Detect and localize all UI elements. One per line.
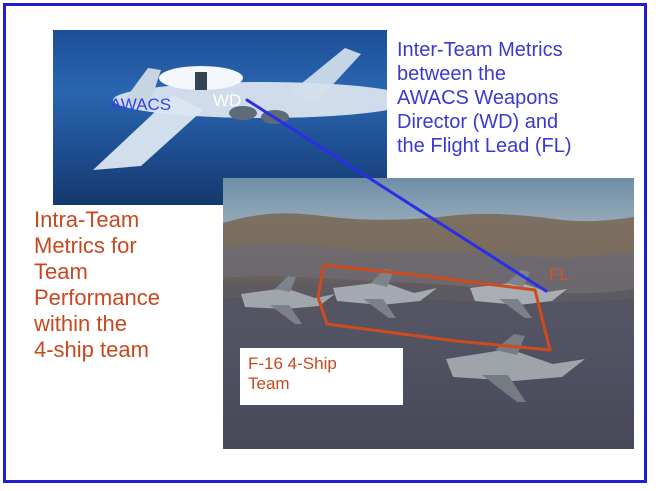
awacs-tail [123, 68, 161, 106]
awacs-engine-2 [261, 110, 289, 124]
awacs-radome-mount [195, 72, 207, 90]
fl-label: FL [549, 265, 569, 284]
awacs-right-wing [291, 48, 361, 104]
inter-team-metrics-text: Inter-Team Metrics between the AWACS Wea… [397, 39, 572, 157]
f16-formation-photo [223, 178, 634, 449]
f16-formation-graphic [223, 213, 634, 449]
awacs-label: AWACS [110, 95, 172, 114]
awacs-photo [53, 30, 387, 205]
intra-team-metrics-text: Intra-Team Metrics for Team Performance … [34, 207, 160, 362]
awacs-left-wing [93, 95, 203, 170]
f16-team-label: F-16 4-Ship Team [240, 348, 403, 405]
wd-label: WD [213, 91, 242, 110]
